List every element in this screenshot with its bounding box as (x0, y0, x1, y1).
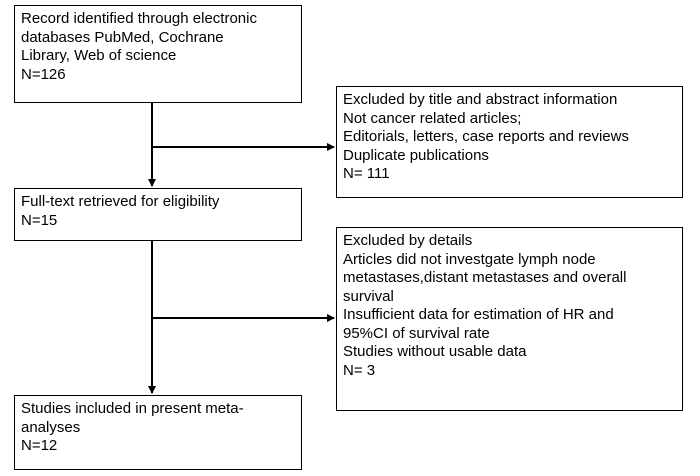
excluded-details-reason: survival (343, 287, 394, 305)
excluded-details-reason: Insufficient data for estimation of HR a… (343, 306, 614, 323)
included-box: Studies included in present meta- analys… (14, 395, 302, 470)
fulltext-count: N=15 (21, 211, 58, 229)
fulltext-box: Full-text retrieved for eligibility N=15 (14, 188, 302, 241)
record-count: N=126 (21, 65, 66, 83)
excluded-title-reason: Not cancer related articles; (343, 109, 522, 127)
excluded-details-heading: Excluded by details (343, 232, 473, 249)
included-count: N=12 (21, 437, 58, 454)
excluded-title-reason: Editorials, letters, case reports and re… (343, 128, 629, 145)
excluded-title-count: N= 111 (343, 165, 390, 182)
record-box: Record identified through electronic dat… (14, 5, 302, 103)
excluded-details-reason: 95%CI of survival rate (343, 324, 490, 342)
excluded-details-reason: Studies without usable data (343, 343, 527, 360)
excluded-title-heading: Excluded by title and abstract informati… (343, 91, 618, 108)
fulltext-label: Full-text retrieved for eligibility (21, 193, 220, 210)
included-label: Studies included in present meta- (21, 400, 244, 417)
record-line: Library, Web of science (21, 47, 177, 64)
excluded-details-box: Excluded by details Articles did not inv… (336, 227, 683, 411)
record-line: databases PubMed, Cochrane (21, 28, 224, 46)
excluded-details-count: N= 3 (343, 361, 376, 379)
excluded-details-reason: metastases,distant metastases and overal… (343, 269, 627, 286)
excluded-details-reason: Articles did not investgate lymph node (343, 250, 596, 268)
record-line: Record identified through electronic (21, 10, 257, 27)
excluded-title-box: Excluded by title and abstract informati… (336, 86, 683, 198)
included-label: analyses (21, 418, 81, 436)
excluded-title-reason: Duplicate publications (343, 146, 489, 164)
